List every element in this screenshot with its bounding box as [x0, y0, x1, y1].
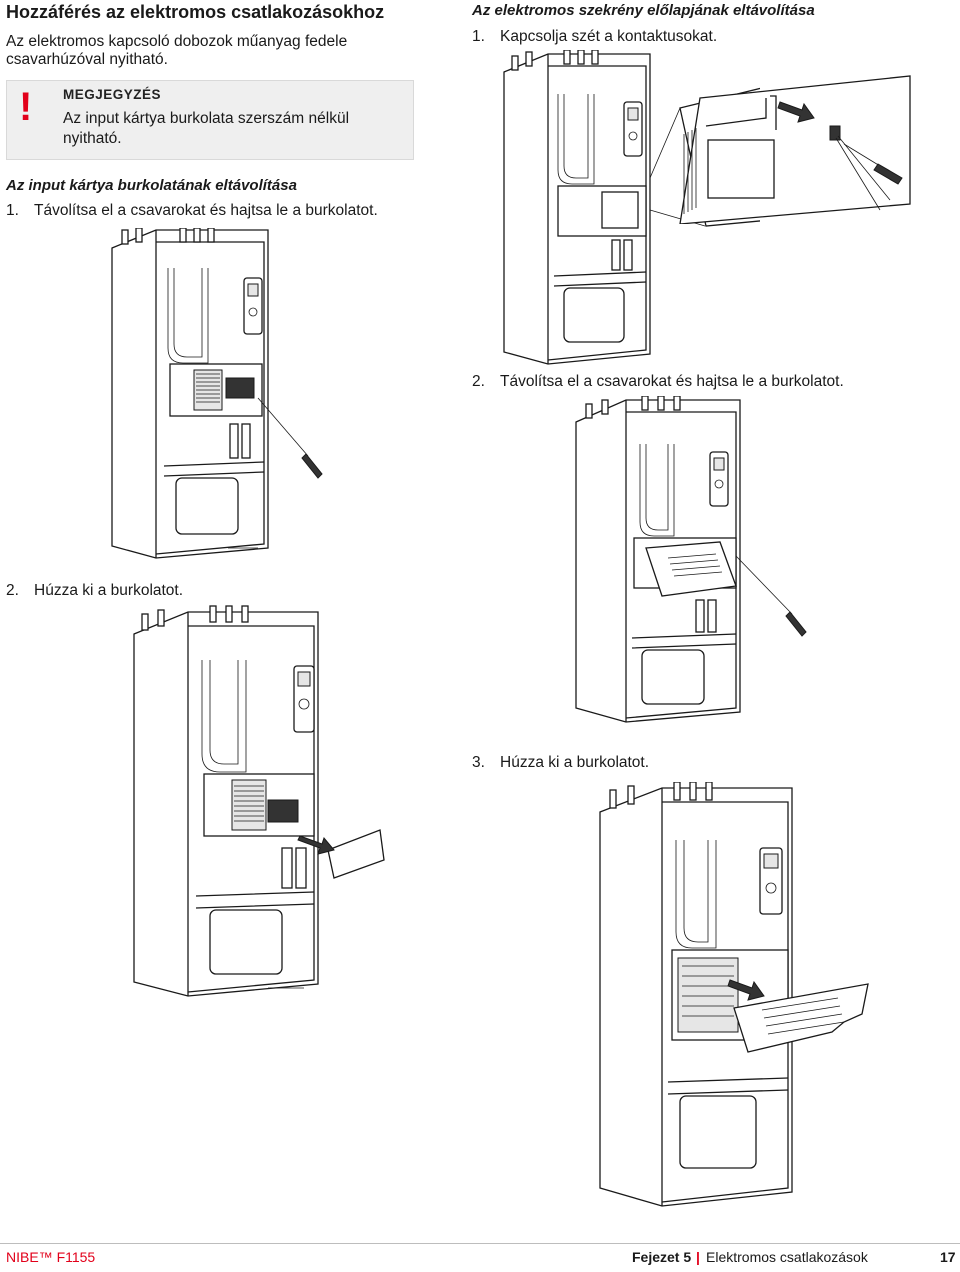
step-number: 3. [472, 754, 485, 771]
figure-contacts-detail [679, 75, 911, 224]
screwdriver [843, 143, 903, 185]
connector [829, 125, 891, 211]
footer-separator: | [696, 1249, 700, 1265]
step-number: 1. [472, 28, 485, 45]
note-box: ! MEGJEGYZÉS Az input kártya burkolata s… [6, 80, 414, 160]
figure-unit-pull-left [133, 605, 385, 997]
left-step-1: 1. Távolítsa el a csavarokat és hajtsa le… [6, 202, 378, 220]
page-number: 17 [940, 1249, 956, 1265]
step-text: Húzza ki a burkolatot. [34, 582, 184, 599]
step-number: 1. [6, 202, 19, 219]
warning-icon: ! [19, 85, 33, 129]
pulled-cover [733, 983, 869, 1053]
pull-arrow [777, 101, 815, 123]
figure-unit-screws-left [111, 228, 323, 559]
right-step-1: 1. Kapcsolja szét a kontaktusokat. [472, 28, 717, 46]
pulled-cover [327, 829, 385, 879]
heat-pump-unit [503, 50, 651, 365]
intro-line-1: Az elektromos kapcsoló dobozok műanyag f… [6, 33, 348, 50]
footer-chapter: Fejezet 5 [632, 1249, 692, 1265]
page-heading: Hozzáférés az elektromos csatlakozásokho… [6, 2, 385, 22]
heat-pump-unit [133, 605, 319, 997]
pull-arrow [297, 835, 335, 855]
right-step-3: 3. Húzza ki a burkolatot. [472, 754, 649, 772]
heat-pump-unit [111, 228, 269, 559]
step-text: Kapcsolja szét a kontaktusokat. [500, 28, 718, 45]
figure-unit-pull-right [599, 782, 869, 1207]
footer-brand: NIBE™ F1155 [6, 1249, 96, 1265]
note-text: Az input kártya burkolata szerszám nélkü… [63, 110, 350, 147]
screwdriver [735, 555, 807, 637]
left-step-2: 2. Húzza ki a burkolatot. [6, 582, 183, 600]
screwdriver [257, 397, 323, 479]
right-section-title: Az elektromos szekrény előlapjának eltáv… [472, 2, 815, 19]
step-text: Távolítsa el a csavarokat és hajtsa le a… [34, 202, 378, 219]
left-section-title: Az input kártya burkolatának eltávolítás… [6, 177, 297, 194]
heat-pump-unit [575, 396, 741, 723]
step-number: 2. [472, 373, 485, 390]
step-text: Távolítsa el a csavarokat és hajtsa le a… [500, 373, 844, 390]
pull-arrow [727, 979, 765, 1001]
footer-rule [0, 1243, 960, 1244]
heat-pump-unit [599, 782, 793, 1207]
note-title: MEGJEGYZÉS [63, 87, 162, 102]
footer-chapter-title: Elektromos csatlakozások [706, 1249, 868, 1265]
right-step-2: 2. Távolítsa el a csavarokat és hajtsa le… [472, 373, 844, 391]
detail-panel [679, 75, 911, 224]
step-text: Húzza ki a burkolatot. [500, 754, 650, 771]
step-number: 2. [6, 582, 19, 599]
intro-line-2: csavarhúzóval nyitható. [6, 51, 168, 68]
figure-unit-screws-right [575, 396, 807, 723]
